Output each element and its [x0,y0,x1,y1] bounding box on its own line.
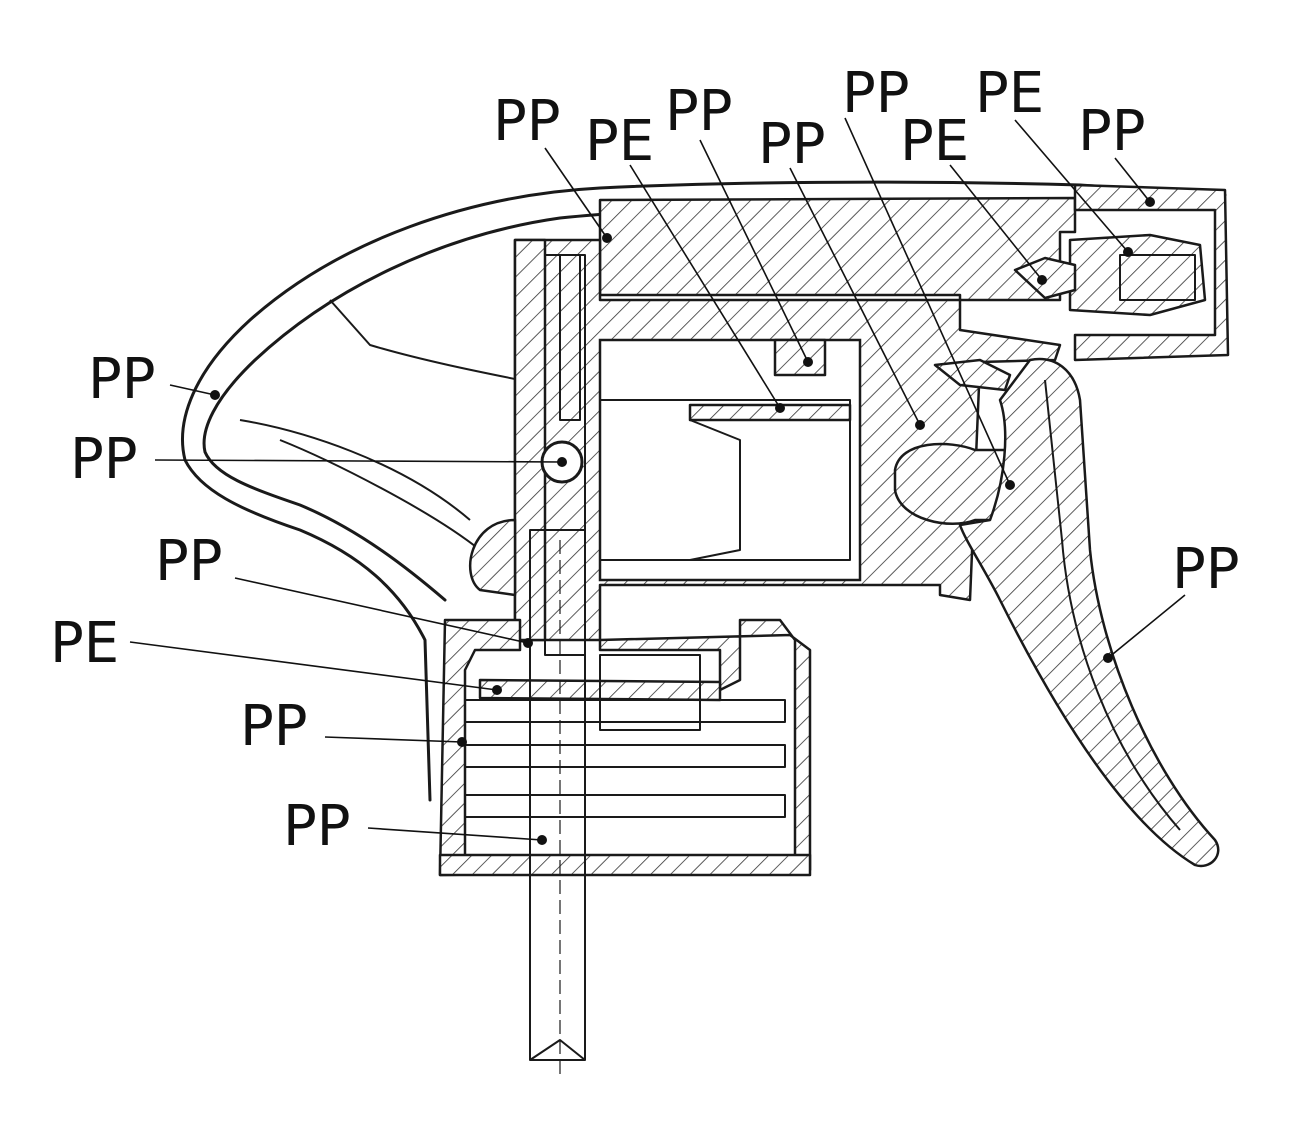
leader-pp-ball [154,459,563,463]
shroud-shell [181,180,1227,802]
leader-pp-top-3 [789,167,921,426]
leader-pe-top-3 [1014,119,1129,253]
label-pp-top-1: PP [493,89,561,154]
label-pe-gasket: PE [50,611,119,676]
leader-pp-top-4 [844,117,1011,486]
label-pp-tube: PP [283,794,351,859]
leader-dot-pp-tube [537,835,547,845]
piston-cavity [598,338,862,582]
leader-dot-pp-top-4 [1005,480,1015,490]
valve-flap [933,358,1012,392]
leader-dot-pp-trigger [1103,653,1113,663]
label-pp-top-3: PP [758,112,826,177]
label-pe-top-1: PE [585,109,654,174]
trigger [958,357,1220,868]
cap-thread-2 [464,744,786,768]
label-pp-shroud: PP [88,347,156,412]
label-pp-collar: PP [155,529,223,594]
piston [599,399,851,561]
label-pe-top-2: PE [900,109,969,174]
label-pp-top-5: PP [1078,99,1146,164]
leader-pp-shroud [169,384,216,396]
nozzle-insert [1068,233,1207,317]
shroud-rib-3 [279,439,481,551]
cap-thread-1 [464,699,786,723]
label-pp-trigger: PP [1172,537,1240,602]
leader-dot-pp-top-5 [1145,197,1155,207]
shroud-rib-1 [329,299,521,381]
dip-tube-end [529,1039,586,1061]
label-pp-ball: PP [70,427,138,492]
trigger-inner [1044,379,1181,831]
label-pp-top-2: PP [665,79,733,144]
leader-dot-pe-top-3 [1123,247,1133,257]
leader-dot-pp-shroud [210,390,220,400]
leader-dot-pe-top-2 [1037,275,1047,285]
label-pp-cap: PP [240,694,308,759]
cap-insert [599,654,701,731]
leader-pp-tube [367,827,543,841]
leader-dot-pp-collar [523,638,533,648]
material-labels: PP PE PP PP PP PE PE PP PP PP PP PE PP P… [50,61,1240,859]
leader-dot-pp-cap [457,737,467,747]
leader-dot-pp-top-3 [915,420,925,430]
leader-pe-top-2 [949,164,1043,281]
small-block [773,338,827,377]
stem-spring [559,254,581,421]
leader-dot-pe-gasket [492,685,502,695]
leader-pp-collar [234,577,529,644]
leader-pp-top-2 [699,139,809,363]
dip-tube [529,529,586,1061]
leader-lines [129,117,1186,845]
closure-cap [438,618,812,877]
leader-dot-pp-top-1 [602,233,612,243]
label-pp-top-4: PP [842,61,910,126]
leader-dot-pe-top-1 [775,403,785,413]
leader-pe-gasket [129,641,498,691]
label-pe-top-3: PE [975,61,1044,126]
sprayer-drawing [181,180,1230,1075]
leader-pp-cap [324,736,463,743]
nozzle-core [1119,254,1196,301]
cap-thread-3 [464,794,786,818]
leader-pp-trigger [1107,594,1186,659]
piston-seal [688,403,852,422]
shroud-rib-2 [239,419,471,521]
leader-dot-pp-top-2 [803,357,813,367]
leader-pe-top-1 [629,164,781,409]
leader-pp-top-5 [1114,157,1151,203]
piston-rib [689,419,741,561]
nozzle-housing [1073,183,1230,362]
upper-body [598,196,1077,302]
leader-pp-top-1 [544,147,608,239]
stem-knob [468,518,517,597]
leader-dot-pp-ball [557,457,567,467]
cap-bottom [438,853,812,877]
